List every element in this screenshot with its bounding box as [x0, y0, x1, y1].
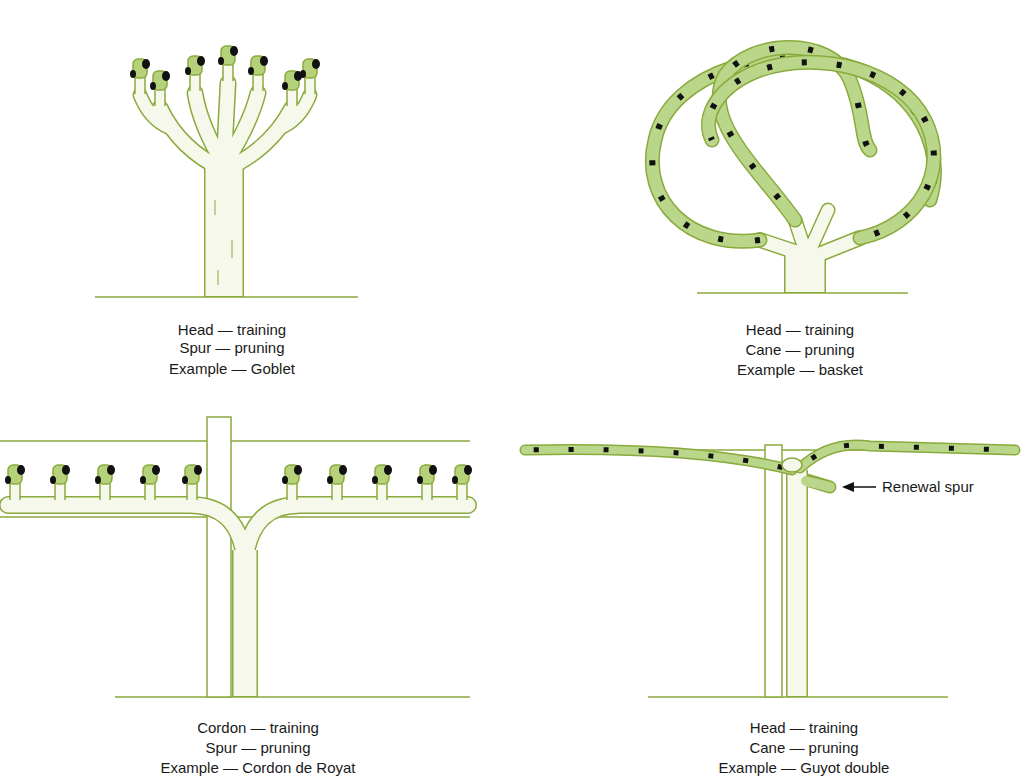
guyot-vine [522, 445, 1020, 697]
caption-text: Example — Goblet [169, 360, 295, 378]
leader-arrow [842, 482, 876, 492]
goblet-vine [95, 46, 358, 297]
caption-text: Spur — pruning [205, 739, 310, 757]
caption-text: Example — Cordon de Royat [160, 759, 355, 777]
caption-text: Head — training [746, 321, 854, 339]
caption-text: Cordon — training [197, 719, 319, 737]
caption-text: Cane — pruning [745, 341, 854, 359]
caption-text: Head — training [750, 719, 858, 737]
caption-text: Cane — pruning [749, 739, 858, 757]
basket-vine [652, 48, 934, 294]
caption-text: Example — Guyot double [719, 759, 890, 777]
caption-text: Head — training [178, 321, 286, 339]
caption-text: Spur — pruning [179, 339, 284, 357]
cordon-vine [0, 417, 472, 697]
caption-text: Example — basket [737, 361, 863, 379]
callout-label: Renewal spur [882, 478, 974, 496]
